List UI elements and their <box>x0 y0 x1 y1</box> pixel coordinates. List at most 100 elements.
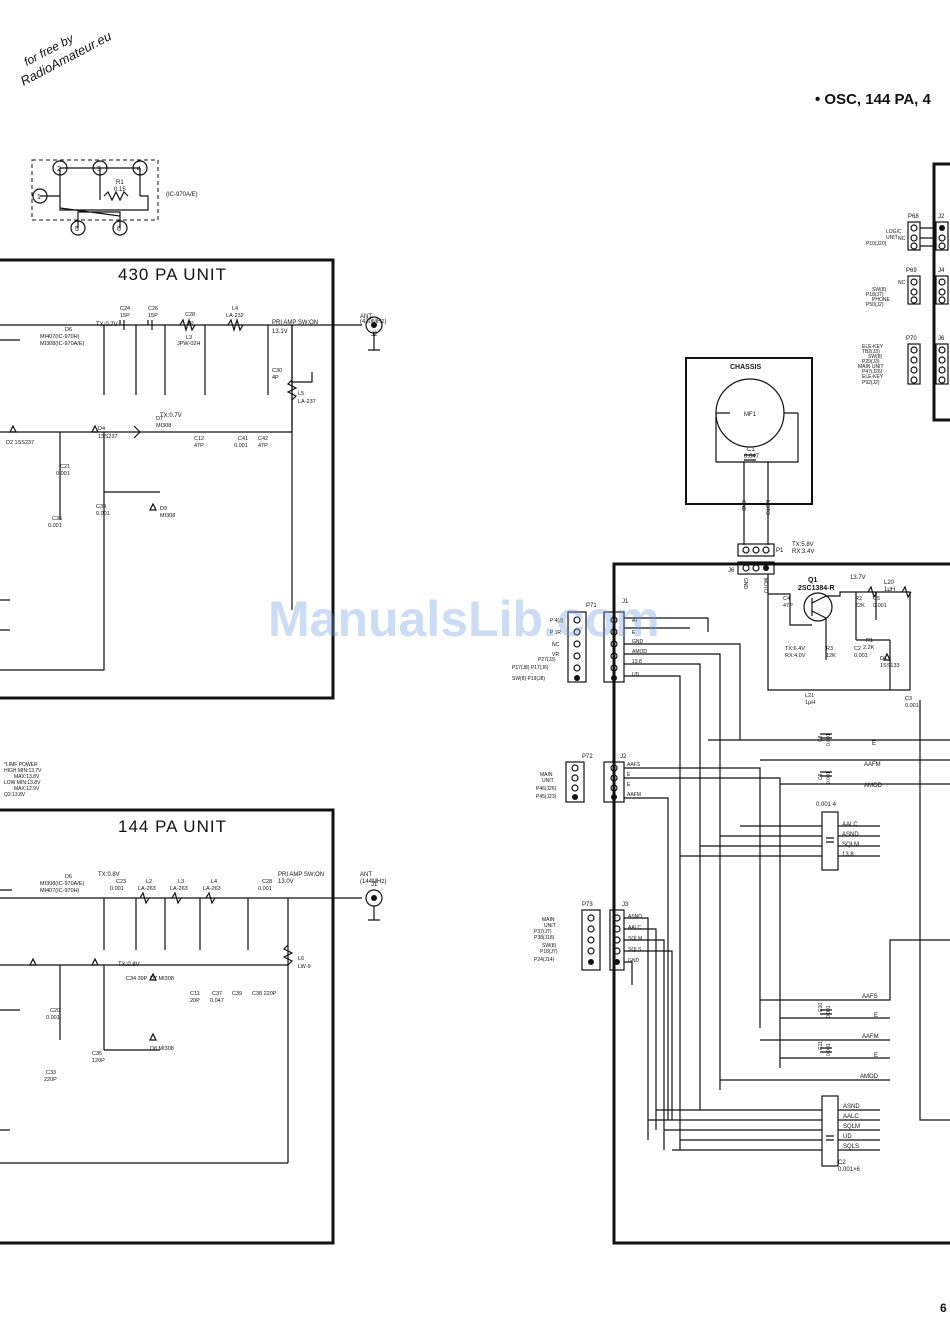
part-label: D9 <box>160 506 167 512</box>
part-label: MI407(IC-970H) <box>40 334 80 340</box>
switch-node-label: 1 <box>37 194 41 201</box>
part-label: 0.001 <box>905 703 919 709</box>
switch-node <box>112 220 128 236</box>
switch-diagram: 1 2 3 4 5 6 R1 0.15 (IC-970A/E) <box>31 159 198 236</box>
part-label: C4 <box>783 596 790 602</box>
unit-144: 144 PA UNIT ANT (144MHz) J1 PRI AMP SW:O… <box>0 762 386 1245</box>
group2-pin: ASND <box>843 1104 860 1110</box>
p69-left: SW(8) <box>872 287 887 293</box>
osc-13v7: 13.7V <box>850 575 866 581</box>
p72-j-label: J2 <box>620 754 627 760</box>
p73-pin: ASND <box>628 914 642 920</box>
j4-logic-label: J4 <box>938 268 945 274</box>
p71-left: P17(J8) P17(J6) <box>512 665 549 671</box>
p73-left: MAIN <box>542 917 555 923</box>
p68-label: P68 <box>908 214 919 220</box>
part-label: C39 <box>232 991 242 997</box>
p70-left: ELE-KEY <box>862 374 884 380</box>
p70-left: P92(J2) <box>862 380 880 386</box>
part-label: D4 <box>98 426 105 432</box>
part-label: 47P <box>194 443 204 449</box>
p73-left: P18(J7) <box>540 949 558 955</box>
p72-pin: AAFM <box>627 792 641 798</box>
p72-pin: E <box>627 782 631 788</box>
part-label: MI308(IC-970A/E) <box>40 341 84 347</box>
part-label: 0.047 <box>210 998 224 1004</box>
bus-aafs: AAFS <box>862 994 878 1000</box>
part-label: R2 <box>855 596 862 602</box>
p72-left: P46(J26) <box>536 786 557 792</box>
ant-430-freq: (430MHz) <box>360 319 386 325</box>
part-label: LA-232 <box>226 313 244 319</box>
group2-pin: UD <box>843 1134 852 1140</box>
power-row: HIGH MIN:13.7V <box>4 768 42 774</box>
p71-left: VR <box>552 652 559 658</box>
c11-label: C11 <box>818 1041 824 1050</box>
part-label: D7 <box>156 416 163 422</box>
p71-pin: AT <box>632 618 638 624</box>
switch-note: (IC-970A/E) <box>166 192 198 198</box>
p71-pin: E <box>632 630 636 636</box>
bus-amod2: AMOD <box>860 1074 879 1080</box>
p68-left: P10(J20) <box>866 241 887 247</box>
part-label: C35 <box>92 1051 102 1057</box>
part-label: L2 <box>146 879 152 885</box>
connector-p72: P72 J2 MAIN UNIT P46(J26) P45(J23) AAFS … <box>536 754 781 1120</box>
manualslib-watermark: ManualsLib.com <box>268 591 660 647</box>
part-label: TX:6.4V <box>785 646 805 652</box>
chassis-title: CHASSIS <box>730 364 761 371</box>
unit-430-title: 430 PA UNIT <box>118 265 227 284</box>
part-label: C5 <box>873 596 880 602</box>
corner-watermark: for free by RadioAmateur.eu <box>18 28 114 89</box>
part-label: MI407(IC-970H) <box>40 888 80 894</box>
part-label: C37 <box>212 991 222 997</box>
p73-left: P38(J18) <box>534 935 555 941</box>
p1-rx: RX:3.4V <box>792 549 814 555</box>
c2-label: C2 <box>838 1160 846 1166</box>
signal-bus: E AAFM AMOD 0.001 4 AALC ASND SQLM 13.8 … <box>648 700 950 1173</box>
part-label: 1μH <box>805 700 815 706</box>
l20-val: 1μH <box>884 587 895 593</box>
c11-val: 0.001 <box>826 1043 832 1056</box>
part-label: 47P <box>783 603 793 609</box>
ant-430-jack: J2 <box>371 332 378 338</box>
group2-pin: AALC <box>843 1114 859 1120</box>
part-label: MI308 <box>160 513 175 519</box>
part-label: LA-263 <box>203 886 221 892</box>
part-label: JPW-02H <box>177 341 200 347</box>
unit-430-part-labels: D6MI407(IC-970H)MI308(IC-970A/E)C2415PC2… <box>6 306 316 529</box>
part-label: 22K <box>855 603 865 609</box>
p73-pin: GND <box>628 958 640 964</box>
group1-pin: 13.8 <box>842 852 854 858</box>
switch-node <box>92 160 108 176</box>
p72-left: MAIN <box>540 772 553 778</box>
q1-part: 2SC1384-R <box>798 585 835 592</box>
page-number: 6 <box>940 1301 947 1315</box>
part-label: LA-263 <box>170 886 188 892</box>
part-label: 0.001 <box>46 1015 60 1021</box>
logic-connectors: P68 J2 LOGIC UNIT P10(J20) NC P69 J4 NC … <box>858 162 950 422</box>
part-label: 0.001 <box>873 603 887 609</box>
p73-pin: AALC <box>628 925 641 931</box>
part-label: 0.001 <box>48 523 62 529</box>
part-label: 0.001 <box>234 443 248 449</box>
pri-amp-430-v: 13.1V <box>272 329 288 335</box>
part-label: 0.001 <box>110 886 124 892</box>
p73-left: UNIT <box>544 923 556 929</box>
tx-144-2: TX:0.8V <box>118 962 140 968</box>
part-label: L21 <box>805 693 814 699</box>
p70-left: P29(J3) <box>862 359 880 365</box>
c8-val: 0.001 <box>826 733 832 746</box>
p70-left: TB2(J3) <box>862 349 880 355</box>
switch-node-label: 5 <box>75 226 79 233</box>
p73-left: SW(8) <box>542 943 557 949</box>
bus-e: E <box>872 741 876 747</box>
switch-node-label: 6 <box>117 226 121 233</box>
pri-amp-430: PRI AMP SW:ON <box>272 320 318 326</box>
p71-left: P27(J3) <box>538 657 556 663</box>
part-label: C36 <box>52 516 62 522</box>
p71-left: P 4(J) <box>550 618 564 624</box>
osc-unit: Q1 2SC1384-R 13.7V L20 1μH C447PR222KC50… <box>612 562 950 1245</box>
part-label: 1P <box>187 321 194 327</box>
